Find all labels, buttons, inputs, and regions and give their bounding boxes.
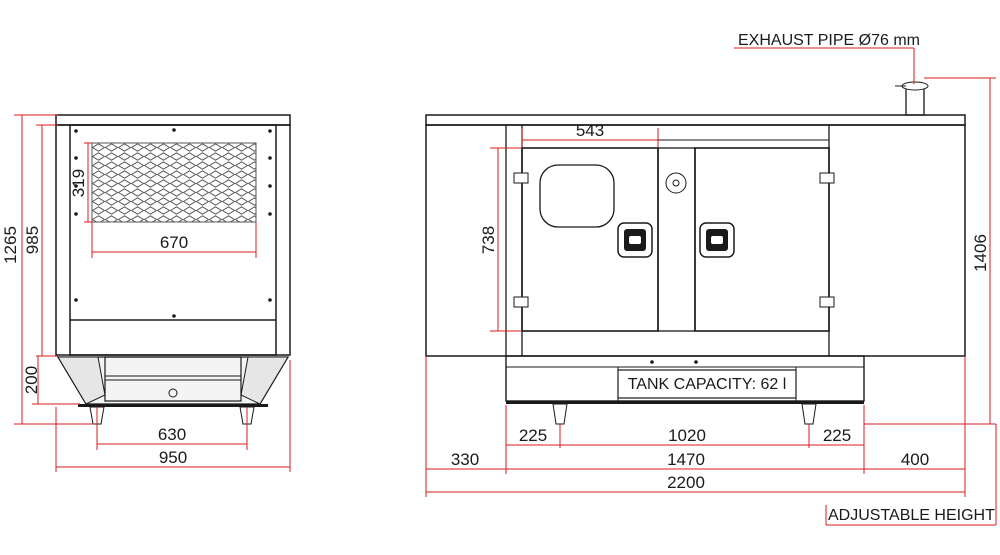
side-base-height: 200 <box>22 366 41 394</box>
front-dimensions <box>425 47 997 526</box>
side-grille <box>91 142 257 223</box>
side-overall-height: 1265 <box>1 226 20 264</box>
door-height-dimension: 738 <box>479 226 498 254</box>
door-handle-left <box>617 222 653 258</box>
front-overall-length: 2200 <box>667 473 705 492</box>
side-rivets <box>74 128 272 318</box>
base-length: 1470 <box>667 450 705 469</box>
side-feet-spacing: 630 <box>158 425 186 444</box>
side-base-left-bracket <box>57 356 106 405</box>
door-handle-right <box>699 222 735 258</box>
front-feet-spacing: 1020 <box>668 426 706 445</box>
side-dimensions <box>14 114 291 472</box>
door-width-dimension: 543 <box>576 121 604 140</box>
side-enclosure-height: 985 <box>23 226 42 254</box>
side-base-box <box>104 356 242 402</box>
tank-capacity-label: TANK CAPACITY: 62 l <box>628 376 787 393</box>
door-hinges <box>513 172 835 308</box>
side-overall-width: 950 <box>159 448 187 467</box>
side-roof <box>55 114 291 126</box>
front-roof <box>425 114 966 126</box>
left-overhang: 330 <box>451 450 479 469</box>
tank-label-box <box>617 369 797 399</box>
control-panel-window <box>539 164 615 228</box>
front-foot-left <box>552 403 568 425</box>
front-foot-right <box>801 403 817 425</box>
side-grille-height: 319 <box>69 169 88 197</box>
side-base-right-bracket <box>240 356 289 405</box>
front-overall-height: 1406 <box>971 234 990 272</box>
side-base-rail <box>78 404 268 407</box>
adjustable-height-label: ADJUSTABLE HEIGHT <box>828 507 995 524</box>
door-center-post <box>657 147 696 332</box>
emergency-stop <box>665 172 687 194</box>
front-base-rivet <box>650 360 654 364</box>
side-panel <box>69 124 277 356</box>
right-overhang: 400 <box>901 450 929 469</box>
foot-offset-left: 225 <box>519 426 547 445</box>
front-base-rail <box>506 401 864 404</box>
side-view: 1265 985 319 200 670 630 950 <box>1 114 291 472</box>
side-grille-width: 670 <box>160 233 188 252</box>
front-base-rivet <box>694 360 698 364</box>
front-view: EXHAUST PIPE Ø76 mm 543 738 1406 TANK CA… <box>425 32 997 526</box>
side-drain-plug <box>168 388 178 398</box>
foot-offset-right: 225 <box>823 426 851 445</box>
exhaust-pipe-label: EXHAUST PIPE Ø76 mm <box>738 32 920 49</box>
emergency-stop-center <box>672 179 680 187</box>
